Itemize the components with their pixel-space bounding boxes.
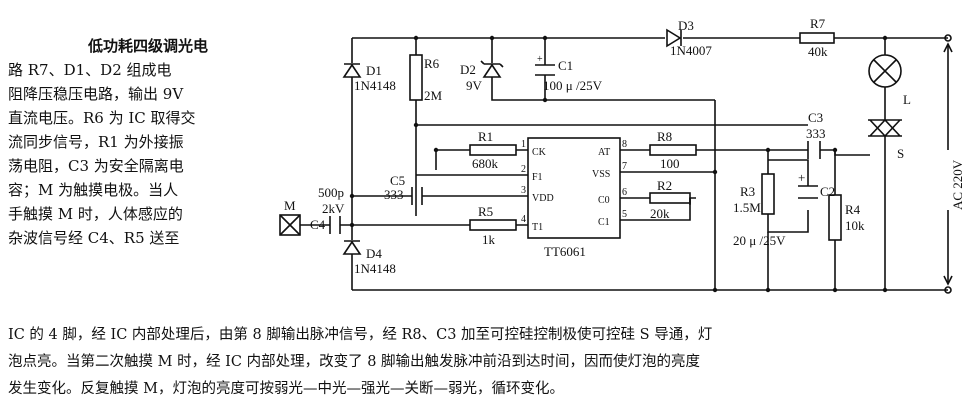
description-line: 路 R7、D1、D2 组成电 <box>8 61 172 79</box>
label-c1-name: C1 <box>558 58 573 73</box>
label-c5-name: C5 <box>390 173 405 188</box>
label-d1-value: 1N4148 <box>354 78 396 93</box>
label-d2-name: D2 <box>460 62 476 77</box>
label-c3-value: 333 <box>806 126 826 141</box>
zener-d2 <box>480 60 504 78</box>
wires <box>340 37 948 291</box>
diode-d4 <box>342 225 362 262</box>
resistor-r8 <box>649 144 697 156</box>
description-bottom: IC 的 4 脚，经 IC 内部处理后，由第 8 脚输出脉冲信号，经 R8、C3… <box>8 322 712 403</box>
label-d2-value: 9V <box>466 78 483 93</box>
label-lamp: L <box>903 92 911 107</box>
capacitor-c5 <box>411 187 423 205</box>
ic-pin-num-7: 7 <box>622 161 627 172</box>
description-line: 流同步信号，R1 为外接振 <box>8 133 184 151</box>
ic-pin-num-3: 3 <box>521 185 526 196</box>
ic-body <box>527 137 621 239</box>
ic-pin-name-5: C1 <box>598 217 610 228</box>
ic-pin-name-1: CK <box>532 147 547 158</box>
capacitor-c2 <box>798 185 818 199</box>
label-c1-value: 100 μ /25V <box>543 78 603 93</box>
ic-pin-name-8: AT <box>598 147 610 158</box>
diode-d3 <box>666 28 682 48</box>
label-c1-plus: + <box>537 54 543 65</box>
ic-name: TT6061 <box>544 244 586 259</box>
ic-pin-num-1: 1 <box>521 139 526 150</box>
label-ac: AC 220V <box>950 159 965 210</box>
resistor-r2 <box>649 192 691 204</box>
junction-dots <box>349 35 888 293</box>
description-line: IC 的 4 脚，经 IC 内部处理后，由第 8 脚输出脉冲信号，经 R8、C3… <box>8 327 713 343</box>
label-c4-value1: 500p <box>318 185 344 200</box>
label-r4-name: R4 <box>845 202 861 217</box>
label-r7-name: R7 <box>810 16 826 31</box>
label-d3-name: D3 <box>678 18 694 33</box>
ic-pin-num-5: 5 <box>622 209 627 220</box>
description-line: 容；M 为触摸电极。当人 <box>8 181 179 199</box>
label-r5-value: 1k <box>482 232 496 247</box>
label-r7-value: 40k <box>808 44 828 59</box>
description-line: 泡点亮。当第二次触摸 M 时，经 IC 内部处理，改变了 8 脚输出触发脉冲前沿… <box>8 354 701 370</box>
resistor-r3 <box>761 173 775 215</box>
ic-pin-num-8: 8 <box>622 139 627 150</box>
description-title: 低功耗四级调光电 <box>88 37 209 55</box>
capacitor-c3 <box>807 141 821 159</box>
resistor-r5 <box>469 219 517 231</box>
description-line: 阻降压稳压电路，输出 9V <box>8 85 184 103</box>
description-line: 发生变化。反复触摸 M，灯泡的亮度可按弱光—中光—强光—关断—弱光，循环变化。 <box>8 381 564 397</box>
lamp-l <box>868 54 902 88</box>
label-r5-name: R5 <box>478 204 493 219</box>
label-c2-plus: + <box>798 170 805 185</box>
resistor-r6 <box>409 54 423 101</box>
touch-electrode-m <box>279 214 301 236</box>
label-r4-value: 10k <box>845 218 865 233</box>
ic-pin-name-7: VSS <box>592 169 610 180</box>
label-r8-value: 100 <box>660 156 680 171</box>
description-line: 手触摸 M 时，人体感应的 <box>8 205 183 223</box>
resistor-r7 <box>799 32 835 44</box>
ic-pin-name-2: F1 <box>532 172 543 183</box>
diode-d1 <box>342 63 362 78</box>
label-r2-name: R2 <box>657 178 672 193</box>
label-r2-value: 20k <box>650 206 670 221</box>
description-line: 杂波信号经 C4、R5 送至 <box>8 229 180 247</box>
label-d3-value: 1N4007 <box>670 43 712 58</box>
capacitor-c1 <box>535 64 555 76</box>
ic-pin-name-3: VDD <box>532 193 554 204</box>
resistor-r1 <box>469 144 517 156</box>
label-d4-value: 1N4148 <box>354 261 396 276</box>
triac-s <box>868 118 902 165</box>
label-r8-name: R8 <box>657 129 672 144</box>
label-r3-value: 1.5M <box>733 200 761 215</box>
label-r1-name: R1 <box>478 129 493 144</box>
label-c4-value2: 2kV <box>322 201 345 216</box>
description-line: 荡电阻，C3 为安全隔离电 <box>8 157 184 175</box>
ac-terminals <box>943 34 953 294</box>
ic-pin-name-4: T1 <box>532 222 543 233</box>
label-r6-value: 2M <box>424 88 443 103</box>
ic-pin-num-2: 2 <box>521 164 526 175</box>
label-c2-value: 20 μ /25V <box>733 233 786 248</box>
label-c5-value: 333 <box>384 187 404 202</box>
label-c3-name: C3 <box>808 110 823 125</box>
resistor-r4 <box>828 194 842 241</box>
ic-pin-num-6: 6 <box>622 187 627 198</box>
label-c4-name: C4 <box>310 217 326 232</box>
label-c2-name: C2 <box>820 184 835 199</box>
description-line: 直流电压。R6 为 IC 取得交 <box>8 109 196 127</box>
capacitor-c4 <box>300 216 341 234</box>
label-scr: S <box>897 146 904 161</box>
label-d4-name: D4 <box>366 246 382 261</box>
ic-pin-name-6: C0 <box>598 195 610 206</box>
ic-pin-num-4: 4 <box>521 214 526 225</box>
label-r3-name: R3 <box>740 184 755 199</box>
label-r1-value: 680k <box>472 156 499 171</box>
label-r6-name: R6 <box>424 56 440 71</box>
label-d1-name: D1 <box>366 63 382 78</box>
label-m: M <box>284 198 296 213</box>
description-block: 低功耗四级调光电 路 R7、D1、D2 组成电 阻降压稳压电路，输出 9V 直流… <box>8 34 208 250</box>
